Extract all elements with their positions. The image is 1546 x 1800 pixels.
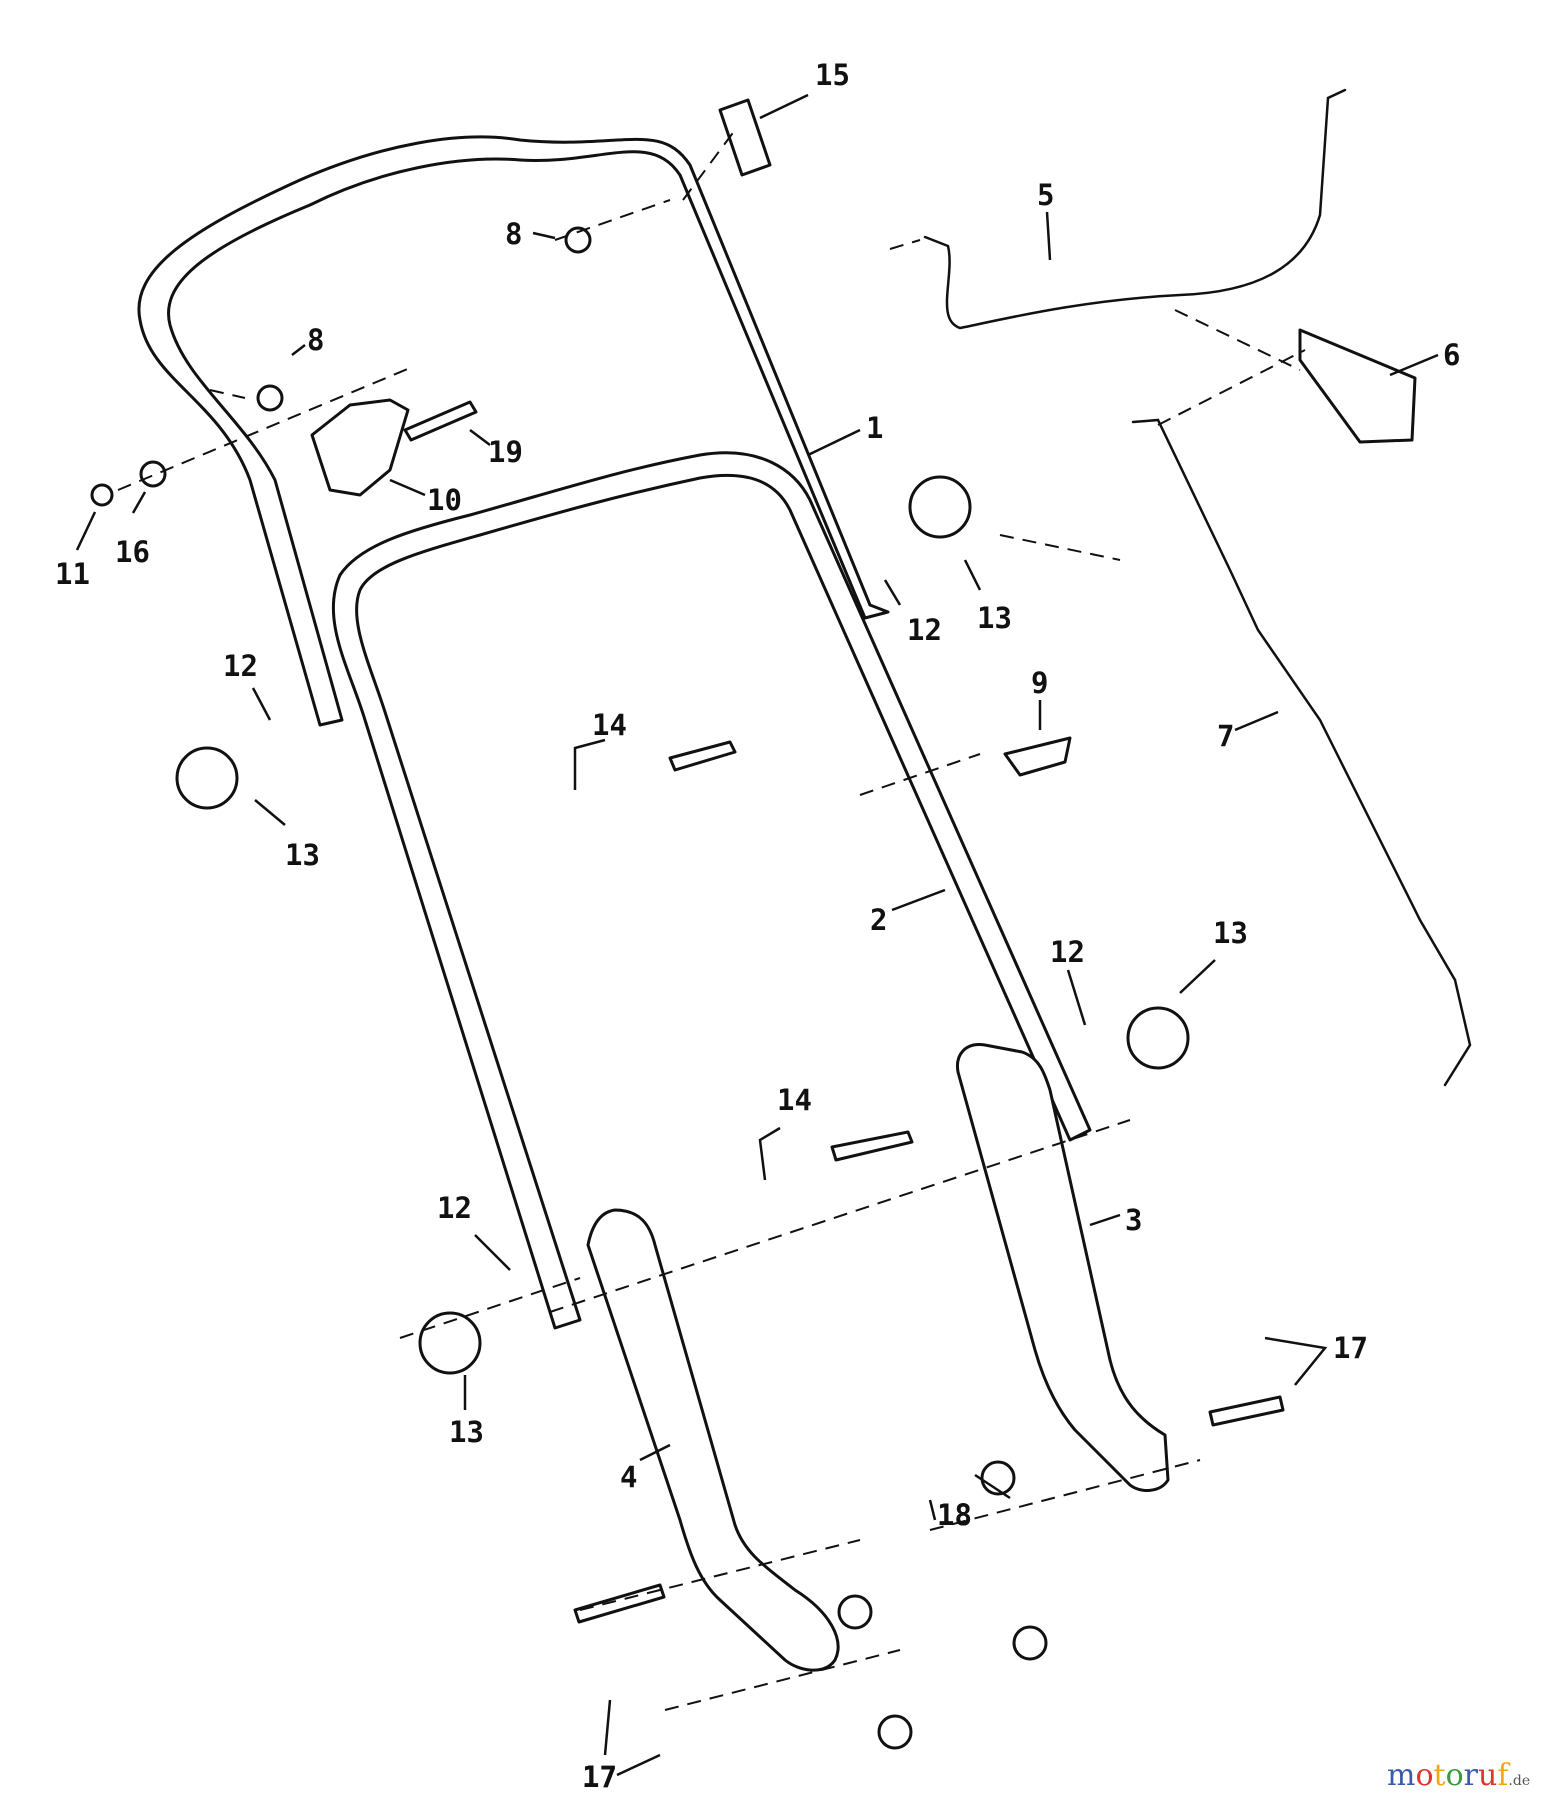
watermark-letter: o: [1415, 1758, 1434, 1793]
callout-12d: 12: [437, 1191, 511, 1271]
callout-label-15: 15: [815, 58, 850, 92]
callout-2: 2: [870, 888, 946, 937]
callout-label-13c: 13: [1213, 916, 1248, 950]
assembly-lines: [117, 129, 1306, 1711]
callout-label-14a: 14: [592, 708, 627, 742]
knob-lower-right: [1126, 1006, 1190, 1070]
callout-label-17c: 17: [1333, 1331, 1368, 1365]
control-rod: [923, 88, 1347, 330]
right-bracket: [955, 1043, 1170, 1492]
callout-5: 5: [1037, 178, 1054, 261]
callout-label-13a: 13: [285, 838, 320, 872]
callout-17c: 17: [1264, 1331, 1368, 1386]
callout-label-12a: 12: [223, 649, 258, 683]
callout-10: 10: [389, 478, 462, 517]
nut-18-a: [837, 1594, 873, 1630]
callout-9: 9: [1031, 666, 1048, 730]
callout-label-17a: 17: [582, 1760, 617, 1794]
callout-label-6: 6: [1443, 338, 1460, 372]
callout-14b: 14: [758, 1083, 812, 1181]
bolt-14-lower: [830, 1130, 914, 1162]
callout-label-8b: 8: [505, 217, 522, 251]
callout-label-1: 1: [866, 411, 883, 445]
callout-label-12c: 12: [1050, 935, 1085, 969]
grommet-8-upper: [564, 226, 592, 254]
callout-label-8a: 8: [307, 323, 324, 357]
watermark-suffix: .de: [1508, 1773, 1531, 1789]
bolt-17-left: [573, 1583, 666, 1624]
left-bracket: [586, 1208, 840, 1672]
sleeve-15: [718, 98, 772, 177]
callout-7: 7: [1217, 710, 1279, 753]
callout-label-11: 11: [55, 557, 90, 591]
callout-label-5: 5: [1037, 178, 1054, 212]
motoruf-watermark: motoruf.de: [1387, 1758, 1530, 1793]
callout-label-13b: 13: [977, 601, 1012, 635]
callout-label-13d: 13: [449, 1415, 484, 1449]
watermark-letter: t: [1433, 1758, 1446, 1793]
watermark-letter: f: [1497, 1758, 1509, 1793]
watermark-letter: r: [1463, 1758, 1478, 1793]
callout-label-18a: 18: [937, 1498, 972, 1532]
callout-13a: 13: [254, 799, 320, 872]
nut-18-b: [877, 1714, 913, 1750]
callout-label-12d: 12: [437, 1191, 472, 1225]
callout-12a: 12: [223, 649, 272, 721]
callout-17a: 17: [582, 1699, 617, 1794]
washer-16: [139, 460, 167, 488]
callout-1: 1: [807, 411, 883, 457]
callout-label-2: 2: [870, 903, 887, 937]
callout-3: 3: [1089, 1203, 1142, 1237]
callout-11: 11: [55, 511, 97, 591]
callout-label-18b: 18: [937, 1498, 972, 1532]
callout-label-17b: 17: [582, 1760, 617, 1794]
callout-label-9: 9: [1031, 666, 1048, 700]
callout-6: 6: [1389, 338, 1460, 377]
callout-label-16: 16: [115, 535, 150, 569]
callout-18b: 18: [937, 1473, 1011, 1532]
callout-label-7: 7: [1217, 719, 1234, 753]
callout-15: 15: [759, 58, 850, 120]
callout-18a: 18: [928, 1498, 972, 1532]
callout-16: 16: [115, 491, 150, 569]
callout-8a: 8: [291, 323, 324, 357]
callout-4: 4: [620, 1443, 671, 1494]
callout-label-10: 10: [427, 483, 462, 517]
callout-13c: 13: [1179, 916, 1248, 994]
bolt-14-upper: [668, 740, 737, 772]
callout-label-12b: 12: [907, 613, 942, 647]
grommet-8-lower: [256, 384, 284, 412]
watermark-letter: u: [1477, 1758, 1498, 1793]
callout-label-4: 4: [620, 1460, 637, 1494]
nut-11: [90, 483, 114, 507]
watermark-letters: motoruf: [1387, 1758, 1508, 1793]
knob-upper-left: [175, 746, 239, 810]
callout-14a: 14: [573, 708, 627, 790]
callout-12b: 12: [883, 579, 942, 647]
cable-clip: [1298, 328, 1417, 444]
callout-13d: 13: [449, 1375, 484, 1449]
bolt-17-right: [1208, 1395, 1285, 1427]
control-cable: [1131, 418, 1472, 1087]
upper-handle: [137, 135, 890, 727]
callout-12c: 12: [1050, 935, 1087, 1026]
cable-tie-9: [1003, 736, 1072, 777]
callout-label-14b: 14: [777, 1083, 812, 1117]
knob-lower-left: [418, 1311, 482, 1375]
callout-8b: 8: [505, 217, 556, 251]
bolt-19: [403, 400, 478, 442]
callout-17b: 17: [582, 1753, 661, 1794]
watermark-letter: o: [1445, 1758, 1464, 1793]
callout-19: 19: [469, 429, 523, 469]
watermark-letter: m: [1387, 1758, 1416, 1793]
bail-control: [310, 398, 410, 497]
knob-upper-right: [908, 475, 972, 539]
nut-18-d: [1012, 1625, 1048, 1661]
callout-label-3: 3: [1125, 1203, 1142, 1237]
callout-label-19: 19: [488, 435, 523, 469]
lower-handle: [331, 451, 1092, 1330]
callout-13b: 13: [963, 559, 1012, 635]
